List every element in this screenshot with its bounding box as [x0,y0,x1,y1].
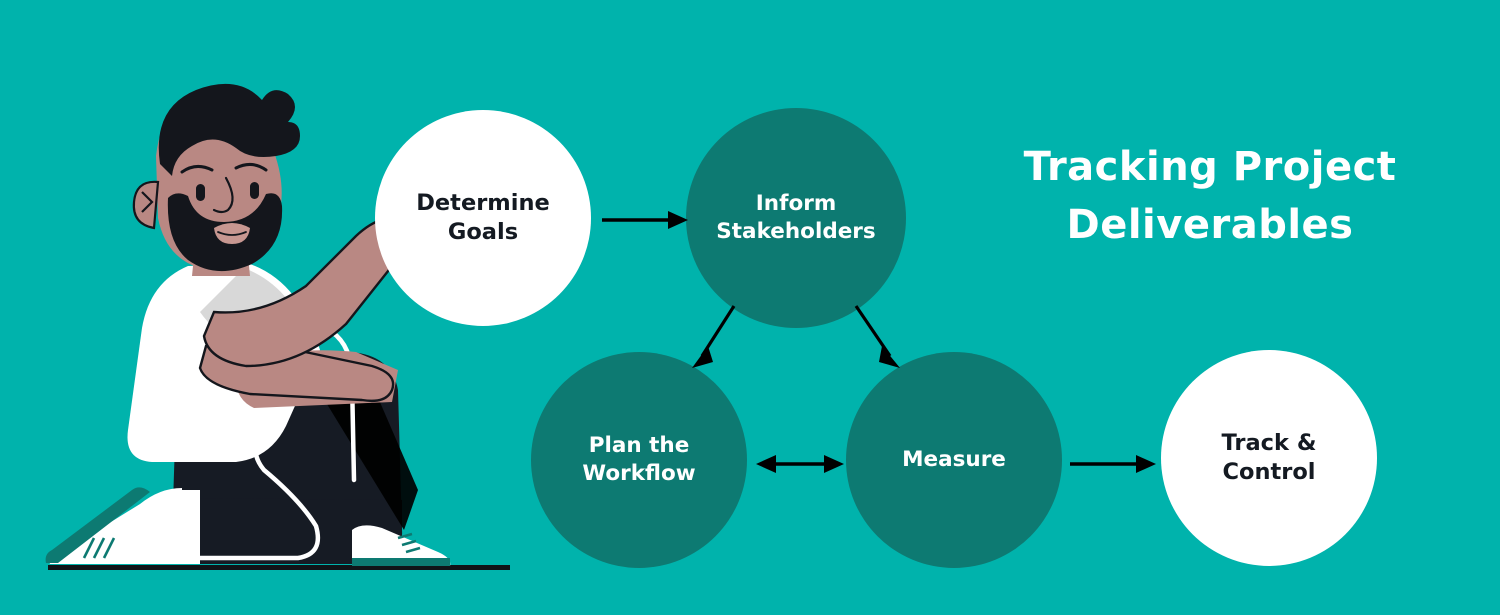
ear [132,180,160,230]
node-plan-workflow-label: Plan the Workflow [582,433,696,486]
title-line-1: Tracking Project [1023,144,1397,190]
arrow-inform-stakeholders-to-plan-workflow [692,305,736,368]
left-sock [178,490,200,564]
kneeling-man-illustration [45,83,510,570]
shoe-right [352,525,451,566]
shoe-right-sole [352,558,450,566]
node-track-control-label: Track & Control [1221,430,1317,485]
arrow-plan-workflow-measure-bidirectional [756,455,844,473]
node-inform-stakeholders[interactable]: Inform Stakeholders [686,108,906,328]
ear-detail [141,191,154,213]
eye-left [196,184,205,201]
shin-on-ground [141,498,402,564]
title-line-2: Deliverables [1066,202,1354,248]
eyebrow-right [234,163,268,172]
shoe-right-stripes [397,532,421,554]
arrow-measure-to-track-control [1070,455,1156,473]
eyebrow-left [180,165,214,174]
eye-right [250,182,259,199]
arrow-inform-stakeholders-to-measure [854,305,900,368]
nose [212,176,234,214]
shoe-left [49,488,182,564]
node-plan-workflow[interactable]: Plan the Workflow [531,352,747,568]
node-inform-stakeholders-label: Inform Stakeholders [716,191,876,244]
page-title: Tracking Project Deliverables [1000,138,1420,254]
arrow-determine-goals-to-inform-stakeholders [602,211,688,229]
mouth-line [217,231,247,236]
hair [158,83,300,176]
node-measure-label: Measure [902,447,1006,473]
shoe-left-sole [45,487,150,563]
node-determine-goals[interactable]: Determine Goals [375,110,591,326]
node-measure[interactable]: Measure [846,352,1062,568]
node-track-control[interactable]: Track & Control [1161,350,1377,566]
node-determine-goals-label: Determine Goals [416,190,550,245]
mouth [214,223,250,244]
ground-line [48,565,510,570]
shoe-left-stripes [82,537,116,559]
